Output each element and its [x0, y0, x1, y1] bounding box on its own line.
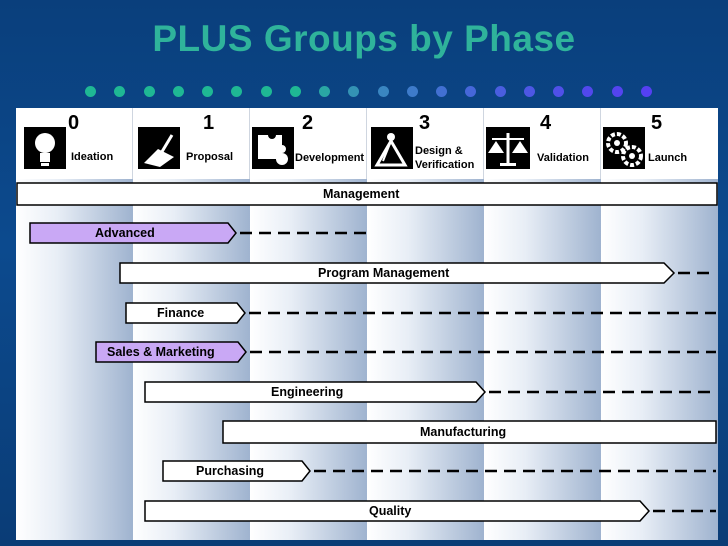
slide-title: PLUS Groups by Phase [152, 18, 576, 59]
bar-engineering [144, 381, 487, 403]
divider-dot [114, 86, 126, 97]
bar-manufacturing [222, 420, 717, 444]
phase-header-2: 2 Development [250, 108, 367, 179]
phase-name: Proposal [186, 151, 234, 163]
divider-dot [494, 86, 506, 97]
phase-column-3 [367, 108, 484, 540]
divider-dot [319, 86, 331, 97]
bar-label-quality: Quality [369, 504, 412, 518]
divider-dot [172, 86, 184, 97]
gears-icon [603, 127, 645, 169]
balance-scale-icon [486, 127, 530, 169]
divider-dot [289, 86, 301, 97]
phase-number: 4 [540, 112, 552, 134]
divider-dot [260, 86, 272, 97]
divider-dot [348, 86, 360, 97]
bar-label-advanced: Advanced [95, 226, 155, 240]
phase-number: 2 [302, 112, 314, 134]
divider-dot [377, 86, 389, 97]
bar-finance [125, 302, 246, 324]
phase-column-0 [16, 108, 133, 540]
phase-header-4: 4 Validation [484, 108, 601, 179]
bar-program-management [119, 262, 676, 284]
divider-dot [641, 86, 652, 97]
phase-number: 5 [651, 112, 663, 134]
phase-column-4 [484, 108, 601, 540]
divider-dot [202, 86, 214, 97]
bar-label-purchasing: Purchasing [196, 464, 265, 478]
phase-number: 0 [68, 112, 80, 134]
phase-header-0: 0 Ideation [16, 108, 133, 179]
phase-number: 1 [203, 112, 215, 134]
bar-label-program-management: Program Management [318, 266, 450, 280]
drafting-compass-icon [371, 127, 413, 169]
phase-name: Ideation [71, 151, 114, 163]
divider-dot [582, 86, 594, 97]
pen-paper-icon [138, 127, 180, 169]
bar-label-sales-marketing: Sales & Marketing [107, 345, 215, 359]
lightbulb-icon [24, 127, 66, 169]
bar-sales-marketing [95, 341, 247, 363]
phase-header-3: 3 Design & Verification [367, 108, 484, 179]
divider-dot [436, 86, 448, 97]
phase-name: Validation [537, 152, 589, 164]
bar-label-manufacturing: Manufacturing [420, 425, 507, 439]
phase-name: Design & Verification [415, 145, 475, 171]
bar-purchasing [162, 460, 311, 482]
bar-quality [144, 500, 651, 522]
phase-number: 3 [419, 112, 431, 134]
divider-dot [143, 86, 155, 97]
divider-dot [85, 86, 96, 97]
phase-column-5 [601, 108, 718, 540]
bar-advanced [29, 222, 237, 244]
phase-name: Launch [648, 152, 688, 164]
divider-dot [611, 86, 623, 97]
divider-dot [406, 86, 418, 97]
phase-header-1: 1 Proposal [133, 108, 250, 179]
divider-dot [231, 86, 243, 97]
bar-management [16, 182, 718, 206]
bar-label-finance: Finance [157, 306, 205, 320]
bar-label-management: Management [323, 187, 400, 201]
divider-dot [465, 86, 477, 97]
phase-header-5: 5 Launch [601, 108, 718, 179]
divider-dot [523, 86, 535, 97]
divider-dot [553, 86, 565, 97]
bar-label-engineering: Engineering [271, 385, 344, 399]
puzzle-pieces-icon [252, 127, 294, 169]
phase-name: Development [295, 152, 365, 164]
